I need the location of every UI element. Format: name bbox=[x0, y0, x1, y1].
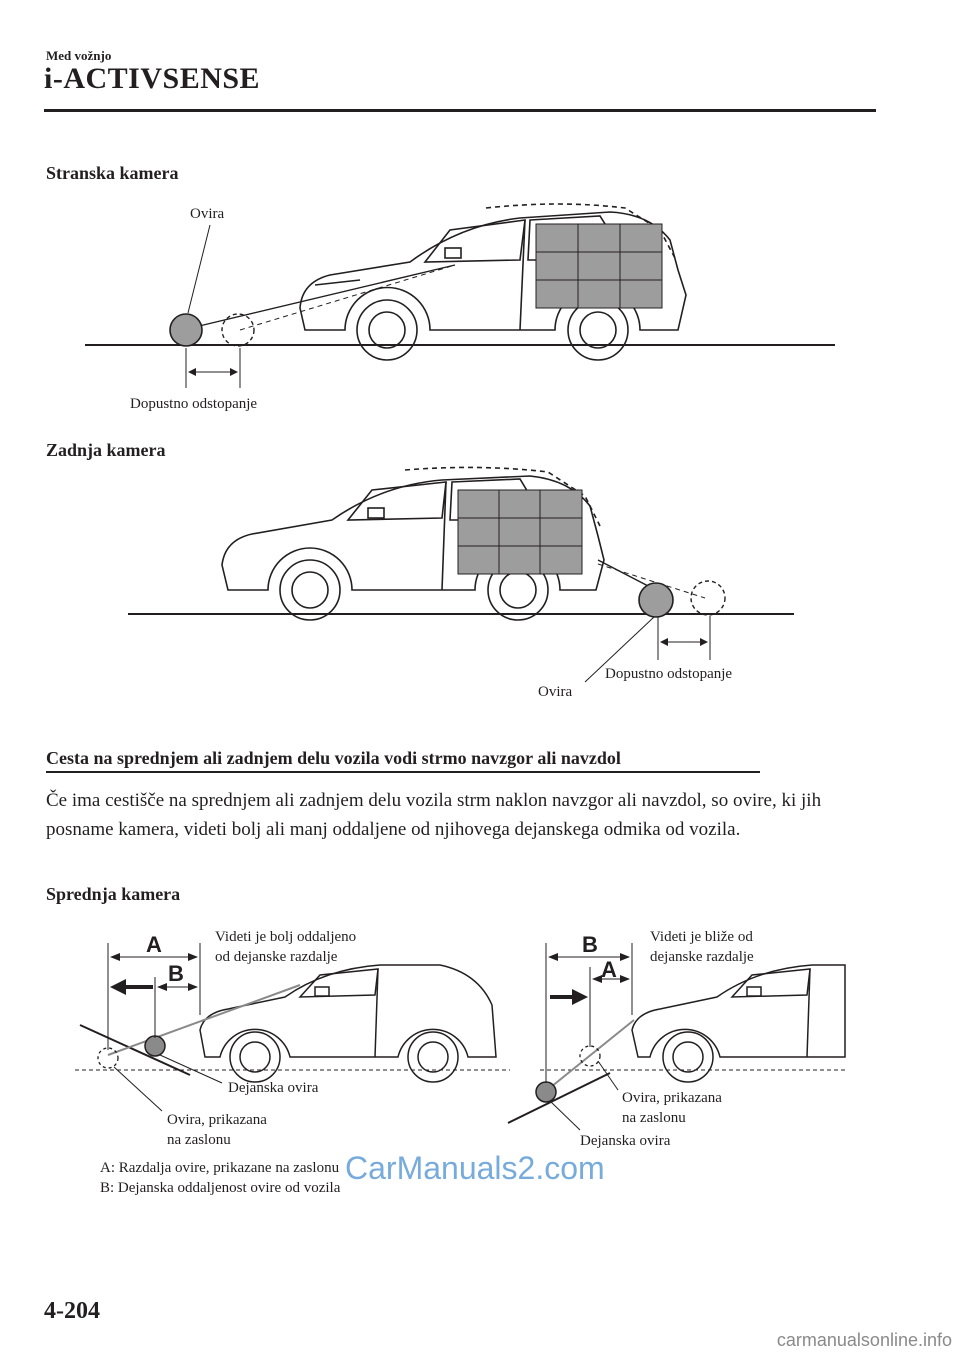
left-displayed-line2: na zaslonu bbox=[167, 1132, 231, 1148]
footer-url[interactable]: carmanualsonline.info bbox=[776, 1330, 952, 1350]
right-displayed-line1: Ovira, prikazana bbox=[622, 1090, 722, 1106]
watermark-logo: CarManuals2.com bbox=[345, 1150, 605, 1186]
page-title: i-ACTIVSENSE bbox=[44, 62, 261, 95]
obstacle-actual bbox=[144, 1035, 166, 1057]
left-note-line2: od dejanske razdalje bbox=[215, 949, 338, 965]
title-divider bbox=[44, 109, 876, 112]
left-letter-a: A bbox=[146, 932, 162, 957]
obstacle-actual bbox=[535, 1081, 557, 1103]
side-camera-heading: Stranska kamera bbox=[46, 163, 179, 183]
slope-heading: Cesta na sprednjem ali zadnjem delu vozi… bbox=[46, 748, 760, 773]
right-letter-b: B bbox=[582, 932, 598, 957]
car-illustration bbox=[199, 964, 497, 1083]
left-actual-obstacle: Dejanska ovira bbox=[228, 1080, 319, 1096]
side-tolerance-label: Dopustno odstopanje bbox=[130, 396, 257, 412]
rear-tolerance-label: Dopustno odstopanje bbox=[605, 666, 732, 682]
left-note-line1: Videti je bolj oddaljeno bbox=[215, 929, 356, 945]
side-obstacle-label: Ovira bbox=[190, 206, 224, 222]
obstacle-displayed bbox=[221, 313, 255, 347]
camera-view-grid bbox=[457, 489, 583, 575]
rear-camera-diagram: Ovira Dopustno odstopanje bbox=[128, 466, 794, 700]
camera-view-grid bbox=[535, 223, 663, 309]
obstacle-actual bbox=[638, 582, 674, 618]
right-actual-obstacle: Dejanska ovira bbox=[580, 1133, 671, 1149]
front-left-diagram: A B Videti je bolj oddaljeno od dejanske… bbox=[75, 929, 510, 1148]
right-note-line2: dejanske razdalje bbox=[650, 949, 754, 965]
right-note-line1: Videti je bliže od bbox=[650, 929, 753, 945]
obstacle-actual bbox=[169, 313, 203, 347]
right-displayed-line2: na zaslonu bbox=[622, 1110, 686, 1126]
obstacle-displayed bbox=[97, 1047, 119, 1069]
page-number: 4-204 bbox=[44, 1298, 100, 1324]
legend-b: B: Dejanska oddaljenost ovire od vozila bbox=[100, 1180, 341, 1196]
left-displayed-line1: Ovira, prikazana bbox=[167, 1112, 267, 1128]
car-illustration bbox=[631, 964, 846, 1083]
slope-paragraph: Če ima cestišče na sprednjem ali zadnjem… bbox=[46, 790, 822, 840]
section-label: Med vožnjo bbox=[46, 48, 112, 63]
rear-camera-heading: Zadnja kamera bbox=[46, 440, 166, 460]
side-camera-diagram: Ovira Dopustno odstopanje bbox=[85, 203, 835, 412]
rear-obstacle-label: Ovira bbox=[538, 684, 572, 700]
obstacle-displayed bbox=[579, 1045, 601, 1067]
left-letter-b: B bbox=[168, 961, 184, 986]
right-letter-a: A bbox=[601, 957, 617, 982]
legend-a: A: Razdalja ovire, prikazane na zaslonu bbox=[100, 1160, 340, 1176]
front-camera-heading: Sprednja kamera bbox=[46, 884, 181, 904]
obstacle-displayed bbox=[690, 580, 726, 616]
front-right-diagram: B A Videti je bliže od dejanske razdalje… bbox=[507, 929, 846, 1149]
front-camera-diagram: A B Videti je bolj oddaljeno od dejanske… bbox=[75, 929, 846, 1196]
